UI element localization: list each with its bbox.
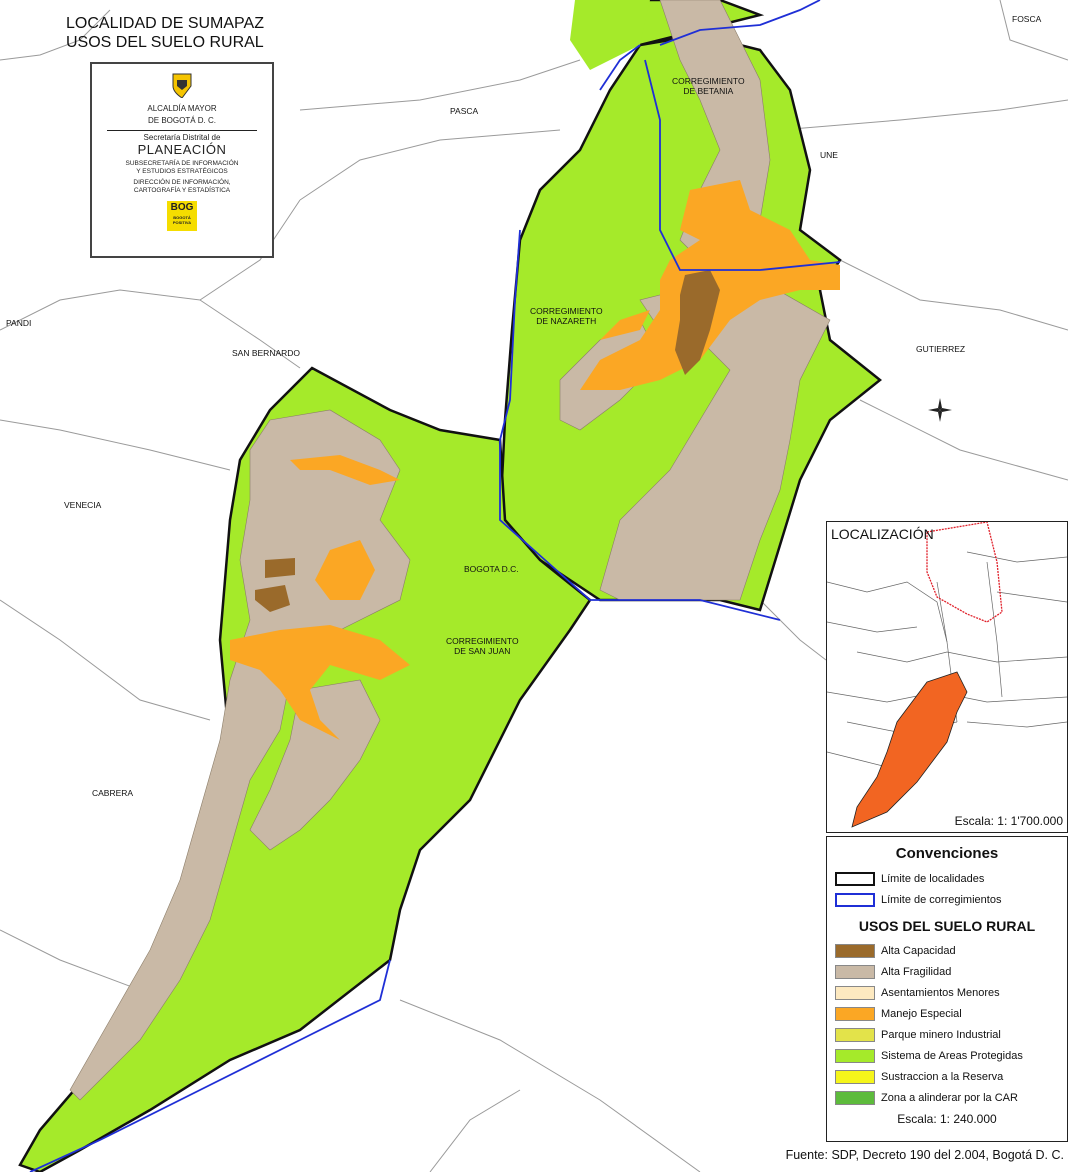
legend-item-label: Manejo Especial bbox=[881, 1007, 962, 1020]
sumapaz-highlight bbox=[851, 671, 968, 828]
legend-item: Sistema de Areas Protegidas bbox=[835, 1045, 1067, 1066]
inset-map bbox=[827, 522, 1067, 828]
legend-item: Manejo Especial bbox=[835, 1003, 1067, 1024]
legend-swatch bbox=[835, 964, 875, 979]
label-sanjuan-line1: CORREGIMIENTO bbox=[446, 636, 519, 646]
label-une: UNE bbox=[820, 150, 838, 160]
legend-swatch-localidades bbox=[835, 871, 875, 886]
legend-swatch bbox=[835, 943, 875, 958]
bog-logo-subtext: BOGOTÁ POSITIVA bbox=[172, 215, 192, 225]
label-san-bernardo: SAN BERNARDO bbox=[232, 348, 301, 358]
planeacion-label: PLANEACIÓN bbox=[137, 142, 227, 157]
legend-label-corregimientos: Límite de corregimientos bbox=[881, 893, 1002, 906]
bogota-positiva-logo: BOG BOGOTÁ POSITIVA bbox=[167, 201, 197, 231]
bog-logo-text: BOG bbox=[170, 202, 194, 213]
legend-items: Alta Capacidad Alta Fragilidad Asentamie… bbox=[827, 940, 1067, 1108]
label-fosca: FOSCA bbox=[1012, 14, 1042, 24]
label-betania-line1: CORREGIMIENTO bbox=[672, 76, 745, 86]
legend-label-localidades: Límite de localidades bbox=[881, 872, 985, 885]
legend-item-label: Parque minero Industrial bbox=[881, 1028, 1001, 1041]
legend-item-label: Asentamientos Menores bbox=[881, 986, 1000, 999]
legend-land-use-title: USOS DEL SUELO RURAL bbox=[858, 918, 1036, 934]
legend-scale: Escala: 1: 240.000 bbox=[897, 1112, 997, 1126]
alcaldia-line2: DE BOGOTÁ D. C. bbox=[147, 116, 216, 125]
legend-row-corregimientos: Límite de corregimientos bbox=[835, 889, 1067, 910]
inset-title: LOCALIZACIÓN bbox=[831, 526, 934, 542]
legend-item: Parque minero Industrial bbox=[835, 1024, 1067, 1045]
institution-logo-box: ALCALDÍA MAYOR DE BOGOTÁ D. C. Secretarí… bbox=[90, 62, 274, 258]
label-gutierrez: GUTIERREZ bbox=[916, 344, 966, 354]
subsecretaria-line2: Y ESTUDIOS ESTRATÉGICOS bbox=[136, 168, 228, 175]
map-title-line2: USOS DEL SUELO RURAL bbox=[66, 34, 264, 51]
corregimiento-boundaries bbox=[29, 0, 841, 1172]
protected-area-top bbox=[570, 0, 650, 70]
legend-item: Sustraccion a la Reserva bbox=[835, 1066, 1067, 1087]
location-inset: LOCALIZACIÓN Escala: 1: 1'700.000 bbox=[826, 521, 1068, 833]
legend-item-label: Zona a alinderar por la CAR bbox=[881, 1091, 1018, 1104]
legend-swatch bbox=[835, 1027, 875, 1042]
legend-item-label: Sustraccion a la Reserva bbox=[881, 1070, 1004, 1083]
legend-item: Alta Capacidad bbox=[835, 940, 1067, 961]
label-corregimiento-nazareth: CORREGIMIENTO DE NAZARETH bbox=[530, 306, 603, 326]
label-cabrera: CABRERA bbox=[92, 788, 134, 798]
map-title-line1: LOCALIDAD DE SUMAPAZ bbox=[66, 15, 264, 32]
map-title: LOCALIDAD DE SUMAPAZ USOS DEL SUELO RURA… bbox=[66, 14, 264, 52]
legend-swatch bbox=[835, 1090, 875, 1105]
logo-divider bbox=[107, 130, 257, 131]
label-venecia: VENECIA bbox=[64, 500, 102, 510]
legend-panel: Convenciones Límite de localidades Límit… bbox=[826, 836, 1068, 1142]
label-sanjuan-line2: DE SAN JUAN bbox=[454, 646, 511, 656]
coat-of-arms-icon bbox=[172, 73, 192, 99]
label-betania-line2: DE BETANIA bbox=[683, 86, 734, 96]
source-note: Fuente: SDP, Decreto 190 del 2.004, Bogo… bbox=[785, 1148, 1064, 1162]
inset-scale: Escala: 1: 1'700.000 bbox=[954, 814, 1063, 828]
legend-conventions-title: Convenciones bbox=[895, 845, 999, 862]
legend-item: Zona a alinderar por la CAR bbox=[835, 1087, 1067, 1108]
legend-item-label: Alta Fragilidad bbox=[881, 965, 952, 978]
subsecretaria-line1: SUBSECRETARÍA DE INFORMACIÓN bbox=[125, 160, 239, 167]
label-pandi: PANDI bbox=[6, 318, 32, 328]
legend-row-localidades: Límite de localidades bbox=[835, 868, 1067, 889]
legend-item-label: Alta Capacidad bbox=[881, 944, 956, 957]
legend-swatch bbox=[835, 1006, 875, 1021]
legend-swatch-corregimientos bbox=[835, 892, 875, 907]
legend-swatch bbox=[835, 1069, 875, 1084]
direccion-line1: DIRECCIÓN DE INFORMACIÓN, bbox=[133, 179, 231, 186]
high-capacity-areas bbox=[255, 270, 720, 612]
legend-item: Asentamientos Menores bbox=[835, 982, 1067, 1003]
legend-swatch bbox=[835, 1048, 875, 1063]
legend-item: Alta Fragilidad bbox=[835, 961, 1067, 982]
legend-item-label: Sistema de Areas Protegidas bbox=[881, 1049, 1023, 1062]
alcaldia-line1: ALCALDÍA MAYOR bbox=[147, 104, 217, 113]
legend-swatch bbox=[835, 985, 875, 1000]
label-pasca: PASCA bbox=[450, 106, 479, 116]
label-corregimiento-betania: CORREGIMIENTO DE BETANIA bbox=[672, 76, 745, 96]
secretaria-label: Secretaría Distrital de bbox=[143, 133, 221, 142]
direccion-line2: CARTOGRAFÍA Y ESTADÍSTICA bbox=[133, 187, 231, 194]
label-bogota: BOGOTA D.C. bbox=[464, 564, 519, 574]
label-nazareth-line2: DE NAZARETH bbox=[536, 316, 597, 326]
label-corregimiento-san-juan: CORREGIMIENTO DE SAN JUAN bbox=[446, 636, 519, 656]
label-nazareth-line1: CORREGIMIENTO bbox=[530, 306, 603, 316]
north-arrow-icon bbox=[928, 398, 952, 422]
